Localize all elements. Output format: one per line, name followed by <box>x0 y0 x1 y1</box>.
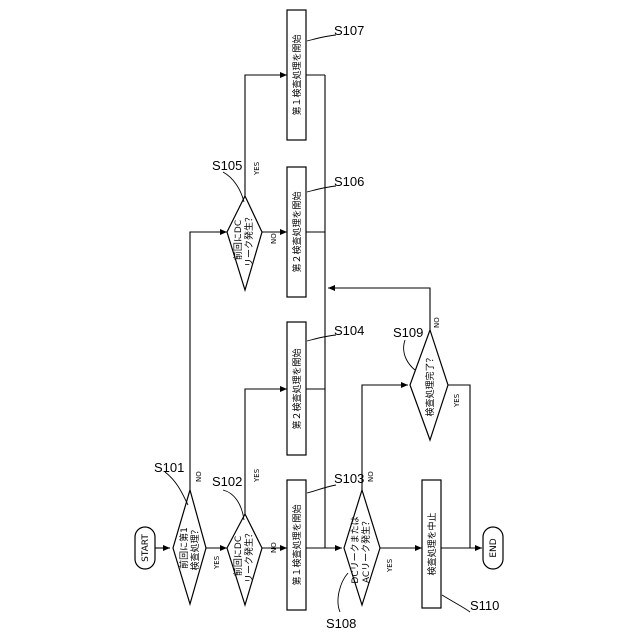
process-s106: 第２検査処理を開始 <box>287 167 306 297</box>
d102-line1: 前回にDC <box>232 536 244 576</box>
d109-line1: 検査処理完了？ <box>424 353 436 416</box>
step-s102: S102 <box>212 474 242 489</box>
process-s103: 第１検査処理を開始 <box>287 480 306 610</box>
d101-line2: 検査処理？ <box>189 525 201 570</box>
d109-yes-label: YES <box>453 393 461 408</box>
end-terminal: END <box>483 527 503 569</box>
p106-label: 第２検査処理を開始 <box>291 191 303 272</box>
d109-no-label: NO <box>433 317 441 328</box>
step-s103: S103 <box>334 471 364 486</box>
step-s108: S108 <box>326 616 356 631</box>
p104-label: 第２検査処理を開始 <box>291 348 303 429</box>
arrow-d105-yes <box>245 75 287 196</box>
decision-s108: DCリークまたは ACリーク発生？ <box>344 490 380 605</box>
d105-line1: 前回にDC <box>232 220 244 260</box>
step-s107: S107 <box>334 23 364 38</box>
d108-line2: ACリーク発生？ <box>360 517 372 583</box>
start-terminal: START <box>135 527 155 569</box>
p107-label: 第１検査処理を開始 <box>291 34 303 115</box>
arrow-d109-no <box>328 288 430 350</box>
d101-line1: 前回に第1 <box>178 527 190 569</box>
step-s110: S110 <box>470 598 499 613</box>
d108-no-label: NO <box>367 471 375 482</box>
d101-no-label: NO <box>195 471 203 482</box>
p110-label: 検査処理を中止 <box>426 512 438 575</box>
process-s107: 第１検査処理を開始 <box>287 10 306 140</box>
decision-s102: 前回にDC リーク発生？ <box>227 514 262 605</box>
process-s110: 検査処理を中止 <box>422 480 441 608</box>
step-s101: S101 <box>154 460 184 475</box>
d108-line1: DCリークまたは <box>350 516 361 583</box>
process-s104: 第２検査処理を開始 <box>287 322 306 455</box>
d102-line2: リーク発生？ <box>243 529 255 583</box>
d102-yes-label: YES <box>253 468 261 483</box>
step-callouts: S101 S102 S103 S104 S105 S106 S107 S108 … <box>154 23 499 631</box>
end-label: END <box>489 538 499 557</box>
d101-yes-label: YES <box>213 555 221 570</box>
arrow-d102-no <box>245 389 287 514</box>
d105-yes-label: YES <box>253 161 261 176</box>
arrow-d109-yes <box>448 385 470 548</box>
step-s109: S109 <box>393 325 423 340</box>
decision-s105: 前回にDC リーク発生？ <box>227 196 262 290</box>
d105-no-label: NO <box>270 233 278 244</box>
start-label: START <box>141 534 151 562</box>
step-s104: S104 <box>334 323 364 338</box>
p103-label: 第１検査処理を開始 <box>291 504 303 585</box>
decision-s109: 検査処理完了？ <box>410 330 448 440</box>
decision-s101: 前回に第1 検査処理？ <box>173 490 206 604</box>
d108-yes-label: YES <box>386 558 394 573</box>
d102-no-label: NO <box>270 542 278 553</box>
d105-line2: リーク発生？ <box>243 213 255 267</box>
step-s105: S105 <box>212 158 242 173</box>
step-s106: S106 <box>334 174 364 189</box>
arrow-d101-no <box>190 232 227 490</box>
connectors <box>155 75 482 548</box>
